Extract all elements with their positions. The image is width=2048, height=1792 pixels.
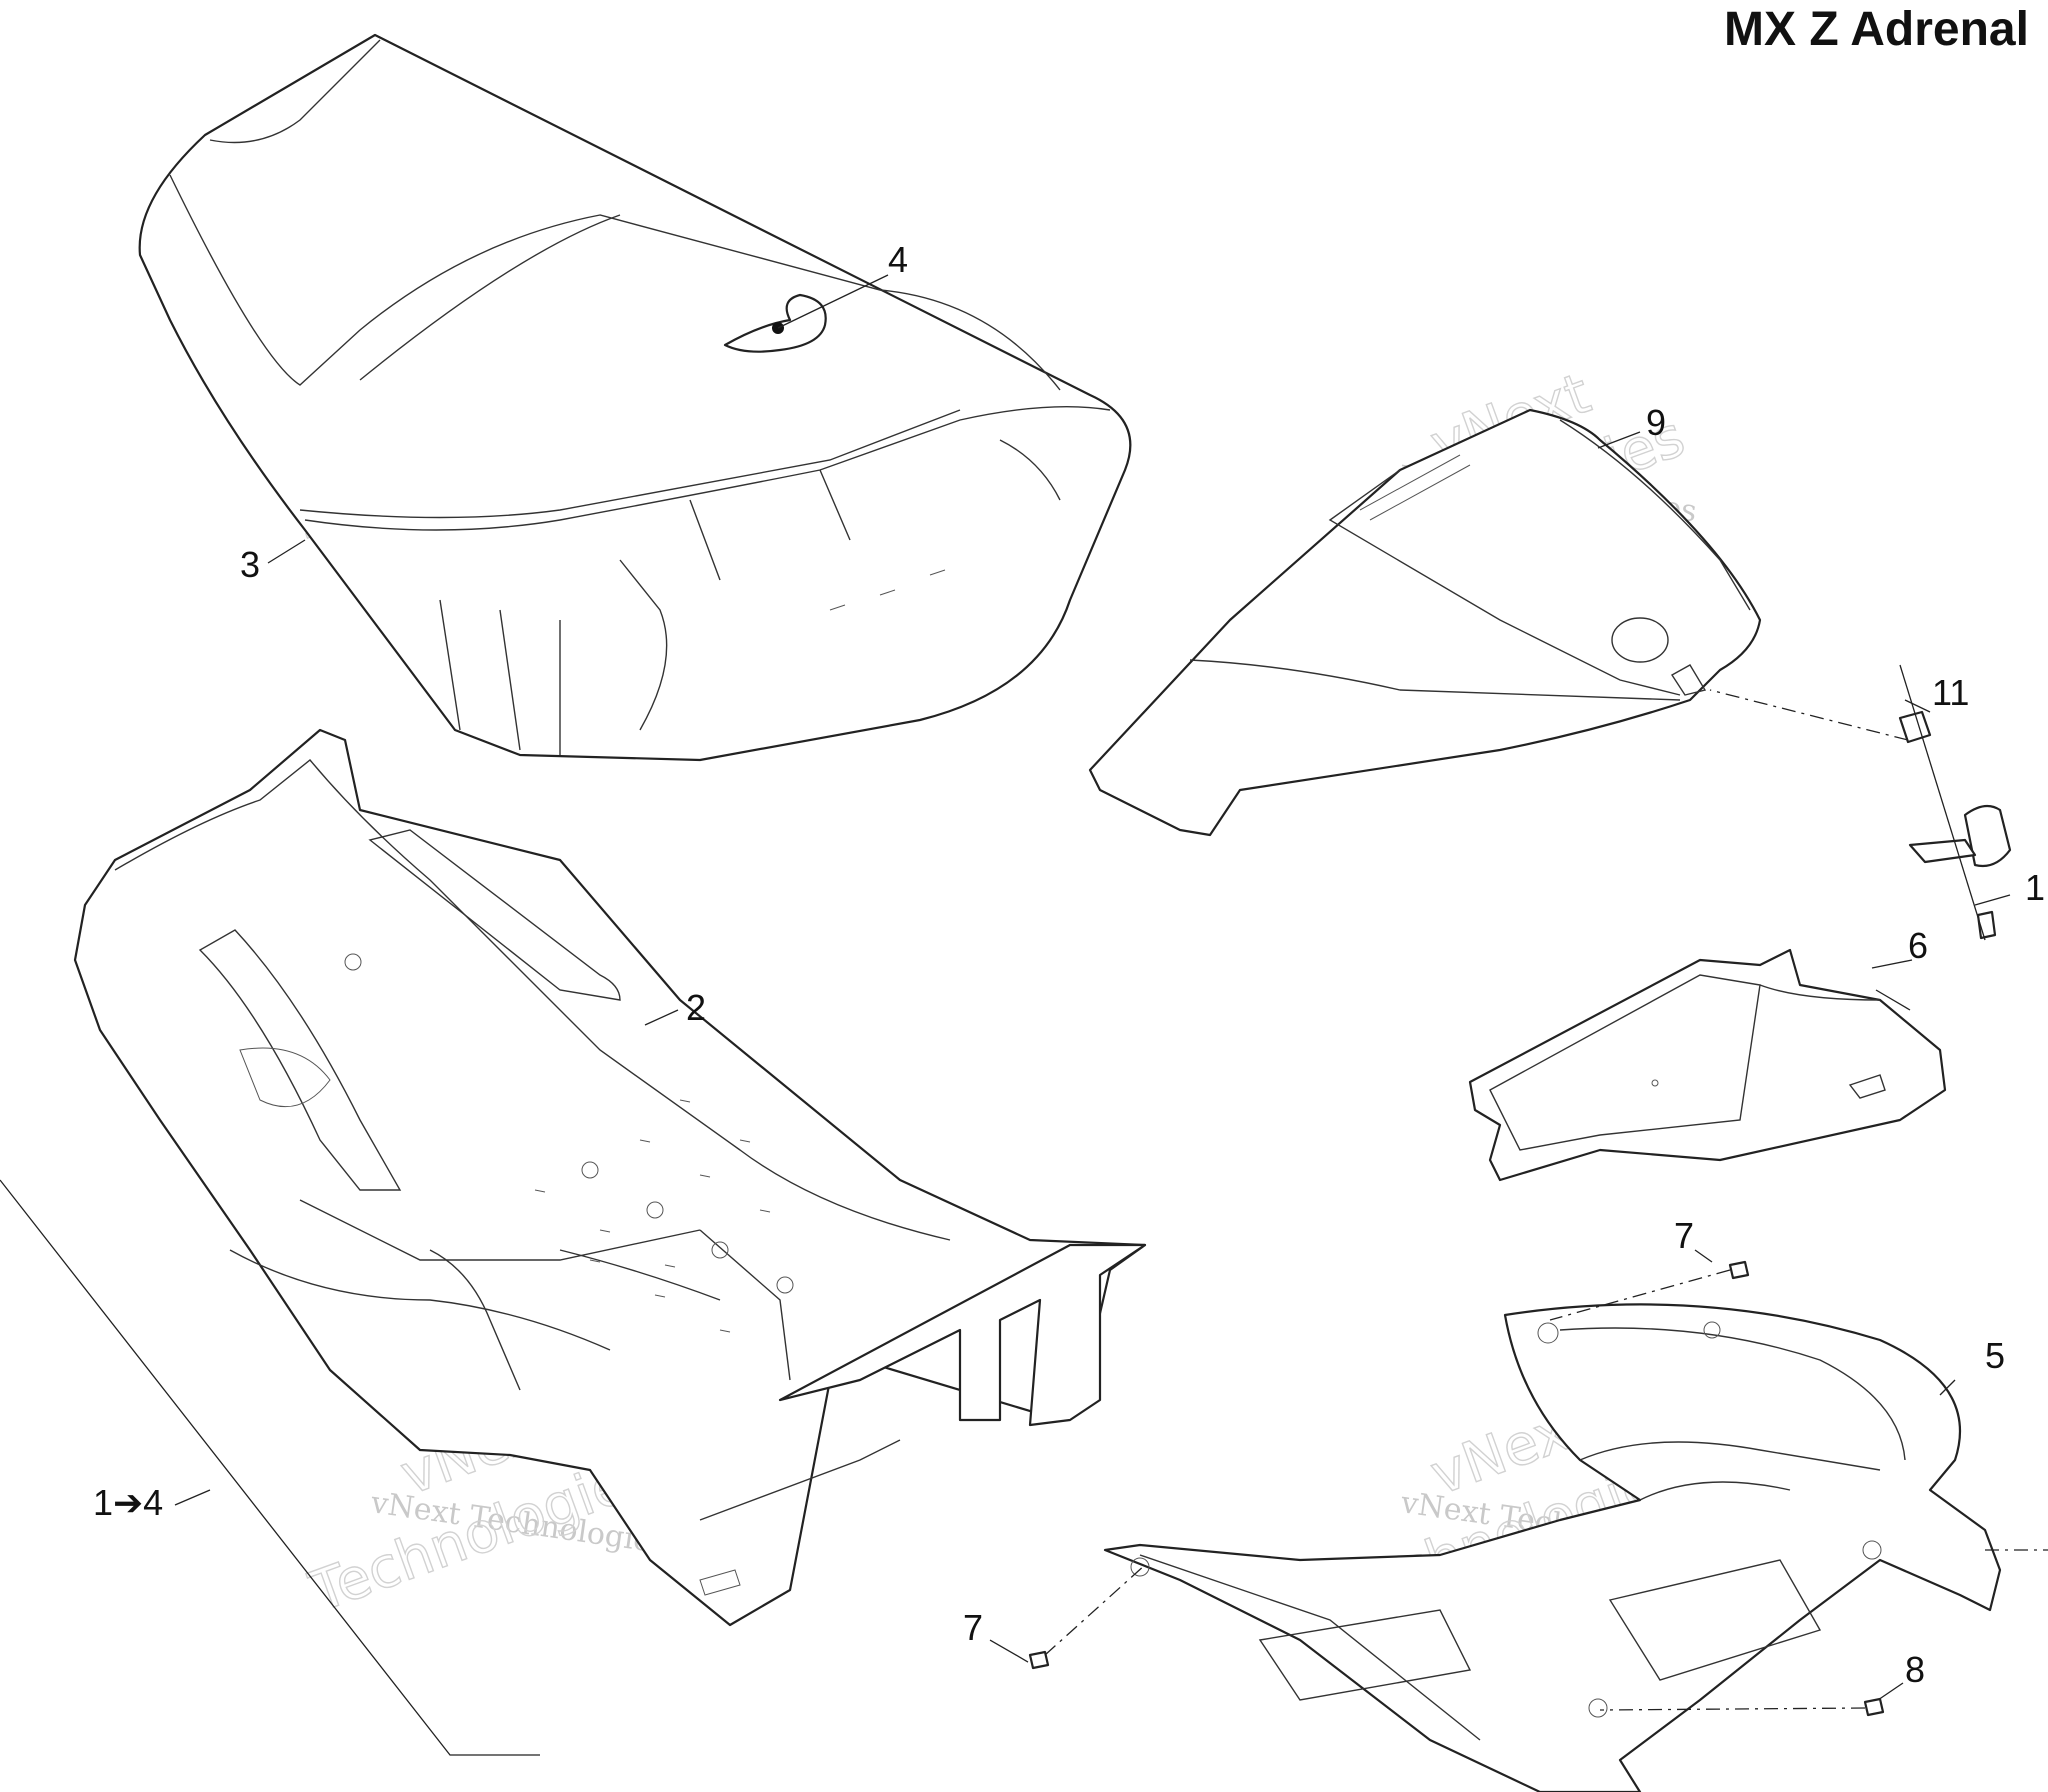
callout-1-partial: 1 — [2025, 867, 2045, 908]
callout-2: 2 — [686, 987, 706, 1028]
tray-part-6[interactable] — [1468, 948, 1947, 1182]
storage-cover-part-9[interactable] — [1088, 408, 1762, 837]
side-panel-part-5[interactable] — [1103, 1303, 2002, 1792]
screw-part-8[interactable] — [1863, 1697, 1885, 1717]
callout-1-to-4: 1➔4 — [93, 1482, 163, 1523]
latch-part-11[interactable] — [1898, 664, 2012, 941]
seat-part-3[interactable] — [138, 33, 1132, 762]
callout-4: 4 — [888, 239, 908, 280]
callout-7-lower: 7 — [963, 1607, 983, 1648]
callout-11: 11 — [1932, 672, 1969, 713]
callout-7-upper: 7 — [1674, 1215, 1694, 1256]
seat-base-part-2[interactable] — [73, 728, 1147, 1627]
screw-part-7-lower[interactable] — [1028, 1650, 1050, 1670]
callout-9: 9 — [1646, 402, 1666, 443]
leader-lines — [0, 274, 2048, 1756]
callout-5: 5 — [1985, 1335, 2005, 1376]
diagram-title: MX Z Adrenal — [1724, 3, 2029, 56]
callout-8: 8 — [1905, 1649, 1925, 1690]
screw-part-7-upper[interactable] — [1728, 1260, 1750, 1280]
callout-6: 6 — [1908, 925, 1928, 966]
callout-3: 3 — [240, 544, 260, 585]
